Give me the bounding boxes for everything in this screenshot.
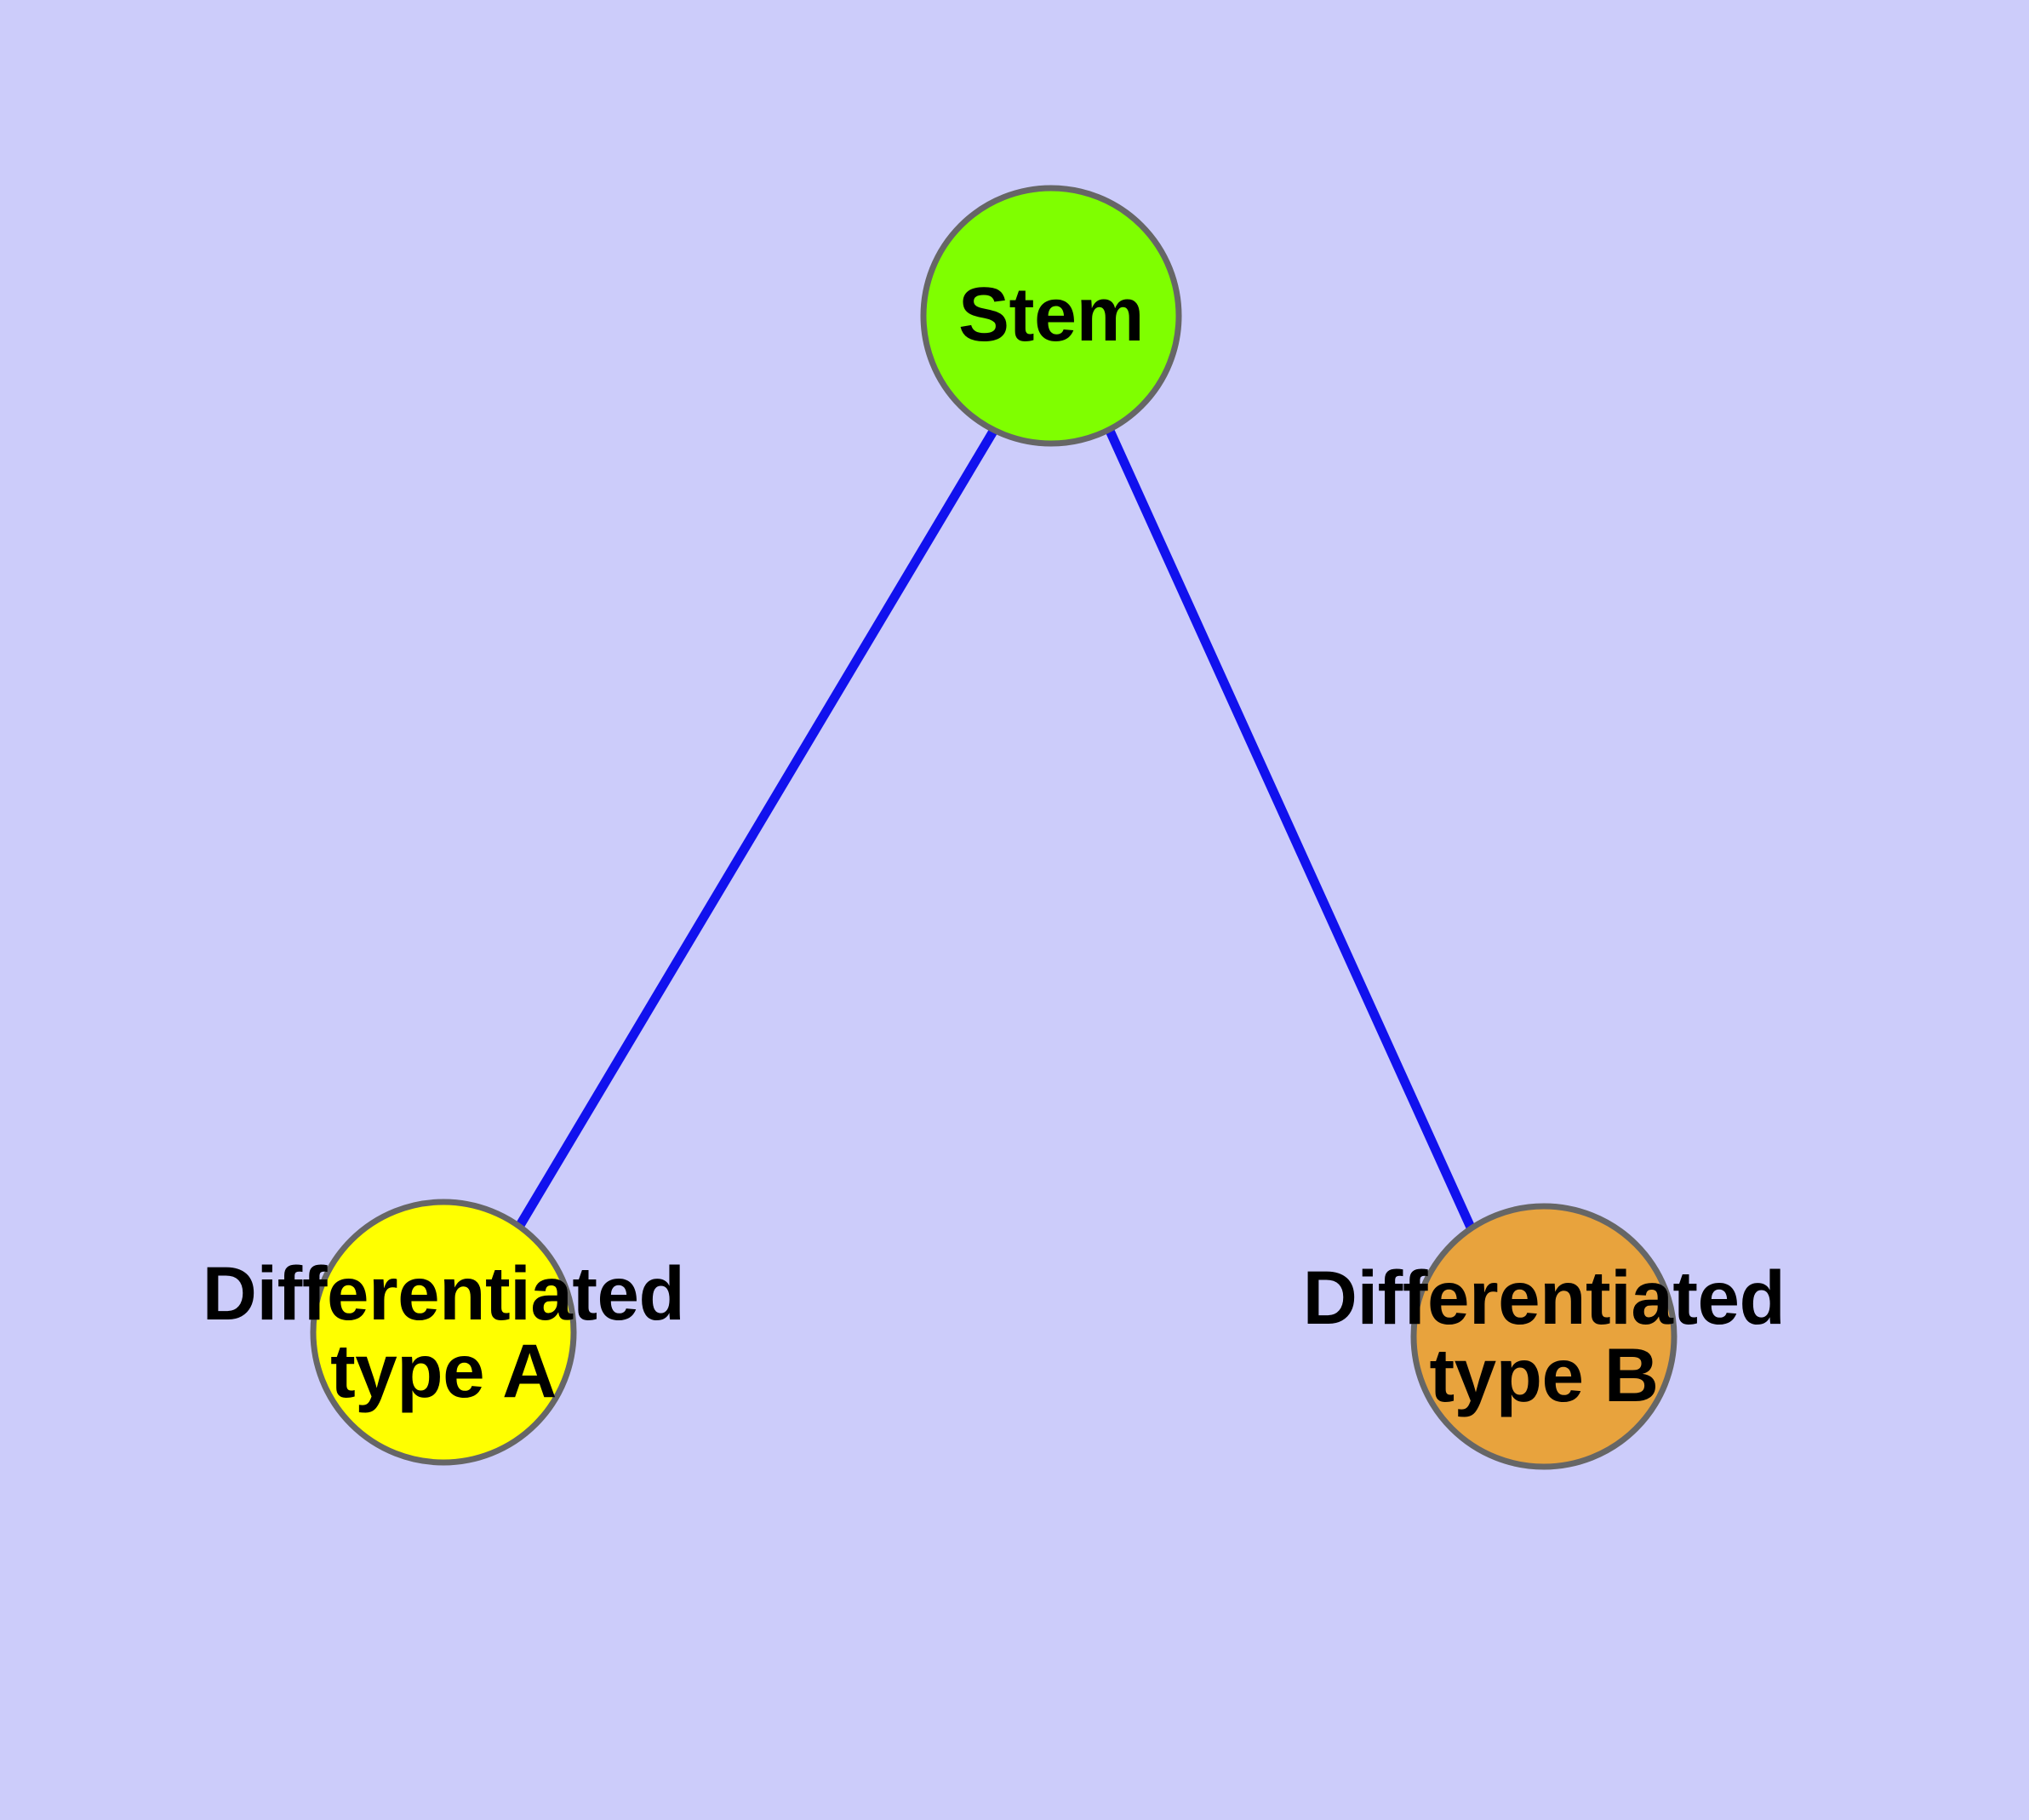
graph-node-diff-a[interactable] [310,1199,577,1466]
graph-node-diff-b[interactable] [1410,1203,1677,1470]
edges-layer [515,427,1477,1232]
nodes-layer [310,185,1677,1470]
graph-edge[interactable] [1105,428,1477,1232]
graph-edge[interactable] [515,427,998,1229]
graph-node-stem[interactable] [920,185,1182,447]
